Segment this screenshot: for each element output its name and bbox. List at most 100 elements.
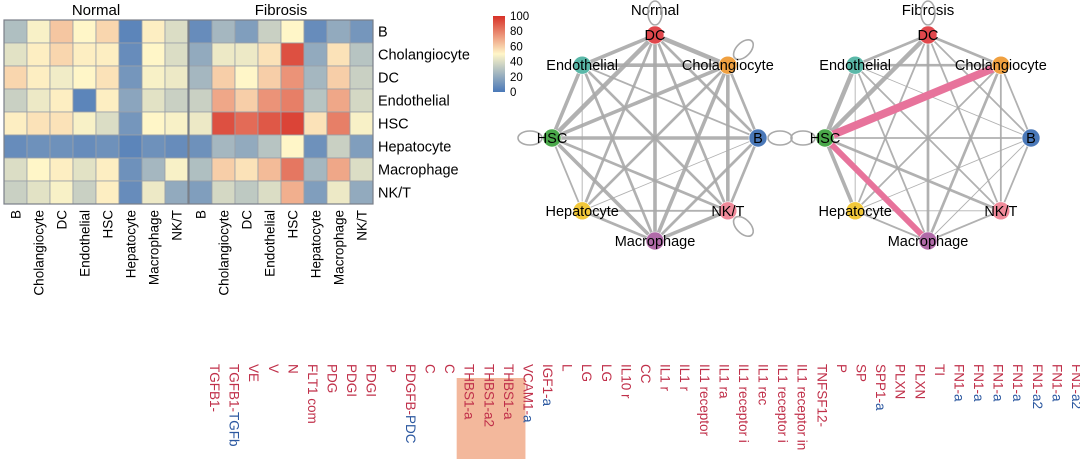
heatmap-row-label: NK/T xyxy=(378,186,411,202)
ligand-receptor-label: THBS1-a2 xyxy=(481,364,496,427)
heatmap-row-label: Hepatocyte xyxy=(378,140,451,156)
heatmap-cell xyxy=(164,88,189,113)
heatmap-cell xyxy=(257,134,282,159)
network-edge xyxy=(854,64,929,242)
ligand-receptor-label: V xyxy=(266,364,281,373)
heatmap-cell xyxy=(49,134,74,159)
ligand-receptor-segment: PDC xyxy=(403,415,418,444)
ligand-receptor-label: TGFB1-TGFb xyxy=(227,364,242,447)
heatmap-cell xyxy=(303,42,328,67)
heatmap-cell xyxy=(118,180,143,205)
highlighted-pair-group xyxy=(456,378,526,459)
ligand-receptor-label: IL1 receptor xyxy=(697,364,712,437)
ligand-receptor-segment: PDGI xyxy=(364,364,379,397)
heatmap-cell xyxy=(95,111,120,136)
ligand-receptor-label: PDGFB-PDC xyxy=(403,364,418,444)
network-node-label: Macrophage xyxy=(615,234,696,250)
ligand-receptor-segment: FN1- xyxy=(1030,364,1045,394)
heatmap-col-label: Endothelial xyxy=(78,210,93,277)
heatmap-cell xyxy=(49,111,74,136)
ligand-receptor-segment: a xyxy=(1010,394,1025,402)
network-edge xyxy=(822,62,858,141)
heatmap-cell xyxy=(280,65,305,90)
heatmap-col-label: NK/T xyxy=(170,210,185,241)
heatmap-cell xyxy=(211,111,236,136)
network-edge xyxy=(726,63,760,140)
heatmap-row-label: B xyxy=(378,25,388,41)
heatmap-cell xyxy=(72,111,97,136)
network-node xyxy=(918,25,938,45)
heatmap-cell xyxy=(303,134,328,159)
ligand-receptor-segment: THBS1-a2 xyxy=(481,364,496,427)
ligand-receptor-segment: L xyxy=(560,364,575,372)
heatmap-cell xyxy=(326,157,351,182)
heatmap-title: Fibrosis xyxy=(255,2,308,19)
heatmap-cell xyxy=(188,157,213,182)
heatmap-cell xyxy=(26,157,51,182)
network-edge xyxy=(853,33,930,67)
network-edge xyxy=(652,32,731,68)
heatmap-cell xyxy=(188,42,213,67)
heatmap-cell xyxy=(26,42,51,67)
heatmap-cell xyxy=(211,134,236,159)
network-edge xyxy=(823,136,857,213)
heatmap-cell xyxy=(257,42,282,67)
network-node-label: HSC xyxy=(537,131,568,147)
heatmap-cell xyxy=(26,19,51,44)
ligand-receptor-segment: IL1 ra xyxy=(716,364,731,399)
ligand-receptor-label: IL1 r xyxy=(658,364,673,392)
network-node xyxy=(845,55,865,75)
heatmap-cell xyxy=(326,88,351,113)
ligand-receptor-segment: P xyxy=(383,364,398,373)
ligand-receptor-segment: N xyxy=(285,364,300,374)
ligand-receptor-label: VE xyxy=(246,364,261,382)
heatmap-cell xyxy=(164,157,189,182)
heatmap-cell xyxy=(303,111,328,136)
ligand-receptor-label: IL1 ra xyxy=(716,364,731,399)
ligand-receptor-label: PLXN xyxy=(912,364,927,399)
heatmap-cell xyxy=(188,111,213,136)
self-loop-icon xyxy=(732,38,755,61)
network-node xyxy=(748,128,768,148)
network-edge xyxy=(581,64,759,139)
network-edge-highlight xyxy=(821,61,1005,142)
heatmap-cell xyxy=(234,157,259,182)
network-edge xyxy=(580,63,730,213)
heatmap-cell xyxy=(349,19,374,44)
heatmap-col-label: HSC xyxy=(286,210,301,239)
colorbar-tick-label: 0 xyxy=(510,87,516,99)
network-edge xyxy=(926,33,1003,67)
ligand-receptor-label: THBS1-a xyxy=(501,364,516,420)
network-node-label: B xyxy=(753,131,763,147)
heatmap-cell xyxy=(349,134,374,159)
ligand-receptor-segment: VCAM1- xyxy=(520,364,535,415)
ligand-receptor-segment: TI xyxy=(932,364,947,376)
heatmap-cell xyxy=(72,134,97,159)
heatmap-cell xyxy=(188,65,213,90)
heatmap-col-label: Cholangiocyte xyxy=(32,210,47,296)
heatmap-cell xyxy=(211,180,236,205)
colorbar-bar xyxy=(493,16,505,92)
ligand-receptor-segment: THBS1-a xyxy=(462,364,477,420)
ligand-receptor-segment: TGFB1- xyxy=(207,364,222,412)
network-edge xyxy=(550,136,730,213)
ligand-receptor-label: FN1-a xyxy=(1049,364,1064,402)
heatmap-row-label: Macrophage xyxy=(378,163,459,179)
ligand-receptor-segment: C xyxy=(442,364,457,374)
ligand-receptor-label: L xyxy=(560,364,575,372)
heatmap-cell xyxy=(118,65,143,90)
ligand-receptor-label: IL10 r xyxy=(618,364,633,399)
heatmap-cell xyxy=(118,19,143,44)
ligand-receptor-segment: IL10 r xyxy=(618,364,633,399)
heatmap-cell xyxy=(164,134,189,159)
heatmap-cell xyxy=(234,65,259,90)
ligand-receptor-segment: IL1 receptor i xyxy=(775,364,790,443)
heatmap-col-label: B xyxy=(194,210,209,219)
heatmap-cell xyxy=(280,157,305,182)
heatmap-cell xyxy=(257,19,282,44)
heatmap-cell xyxy=(257,88,282,113)
self-loop-icon xyxy=(767,130,793,146)
heatmap-cell xyxy=(303,19,328,44)
heatmap-cell xyxy=(303,157,328,182)
heatmap-cell xyxy=(326,42,351,67)
